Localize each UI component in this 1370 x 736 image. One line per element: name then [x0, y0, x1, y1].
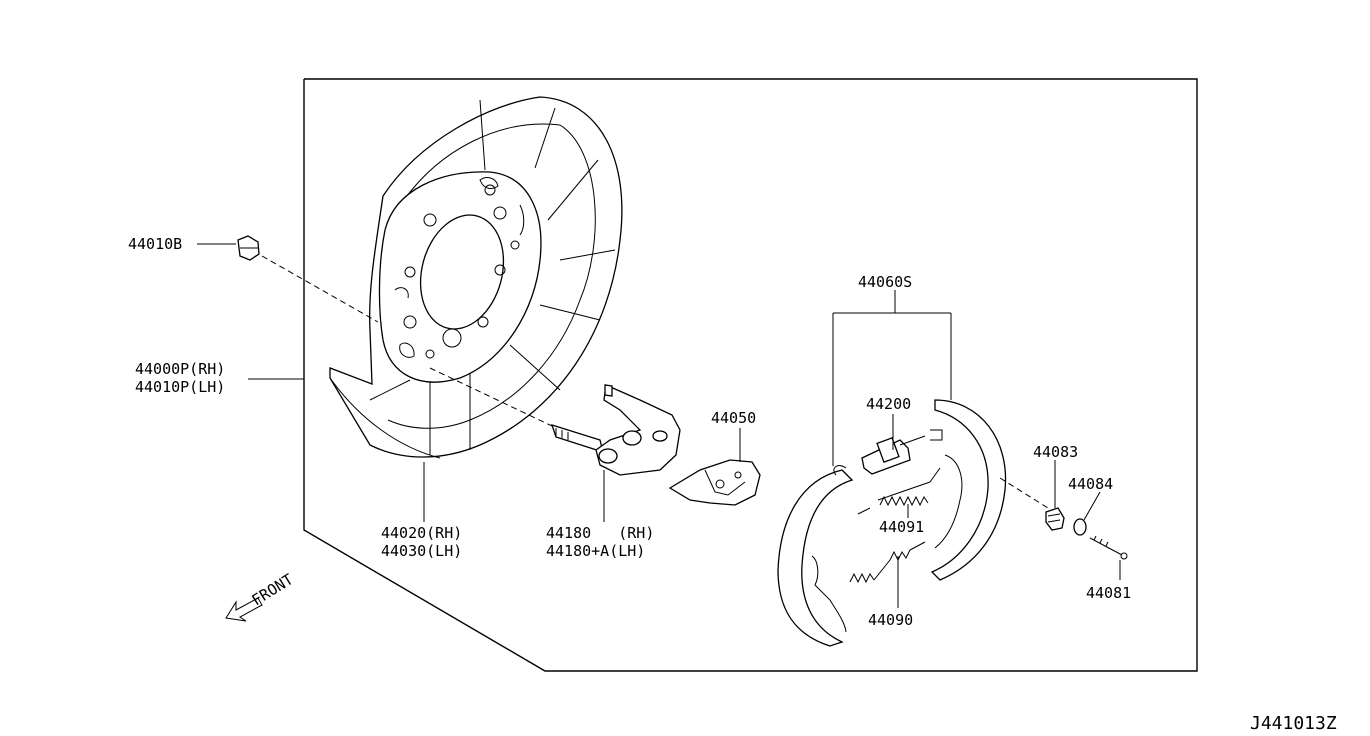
label-44050: 44050	[711, 409, 756, 427]
label-44083: 44083	[1033, 443, 1078, 461]
shoe-adjuster	[861, 435, 926, 475]
brake-backing-plate	[329, 96, 623, 459]
retainer-cup	[1073, 518, 1087, 536]
hold-down-spring	[999, 477, 1065, 531]
label-44030: 44030(LH)	[381, 542, 462, 560]
label-44084: 44084	[1068, 475, 1113, 493]
label-44200: 44200	[866, 395, 911, 413]
label-44020: 44020(RH)	[381, 524, 462, 542]
brake-lever	[668, 459, 761, 506]
label-44081: 44081	[1086, 584, 1131, 602]
lower-spring	[849, 541, 926, 584]
label-44090: 44090	[868, 611, 913, 629]
label-44060S: 44060S	[858, 273, 912, 291]
label-44180: 44180 (RH)	[546, 524, 654, 542]
hex-nut	[237, 235, 379, 323]
label-44091: 44091	[879, 518, 924, 536]
anchor-pin-assembly	[429, 367, 681, 476]
label-44010B: 44010B	[128, 235, 182, 253]
leader-lines	[197, 243, 1121, 608]
front-label: FRONT	[249, 570, 297, 609]
brake-shoe-set	[777, 399, 1007, 647]
diagram-id: J441013Z	[1250, 713, 1337, 734]
upper-spring	[857, 467, 941, 515]
label-44000P: 44000P(RH)	[135, 360, 225, 378]
front-direction-arrow	[225, 597, 263, 622]
diagram-frame	[303, 78, 1198, 672]
label-44180A: 44180+A(LH)	[546, 542, 645, 560]
label-44010P: 44010P(LH)	[135, 378, 225, 396]
hold-down-pin	[1089, 535, 1128, 560]
